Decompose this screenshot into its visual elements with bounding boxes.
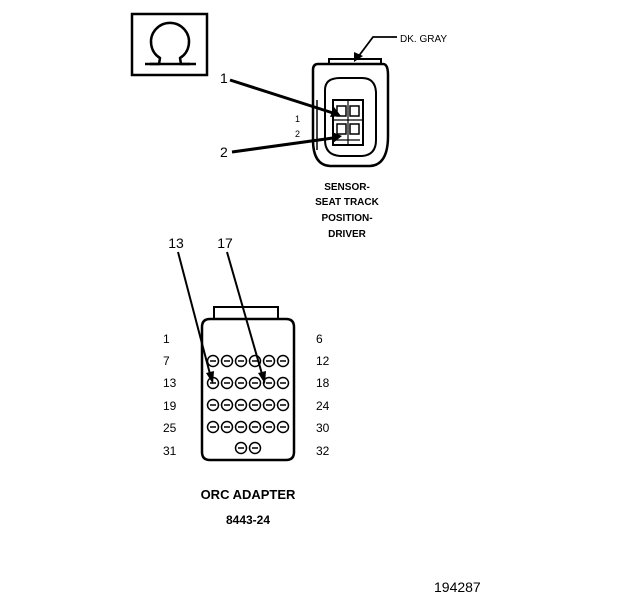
orc-row-labels: 1 7 13 19 25 31 6 12 18 24 30 32 [163, 332, 330, 458]
figure-id: 194287 [434, 579, 481, 595]
orc-pin-grid [206, 354, 290, 455]
callout-13: 13 [168, 235, 184, 251]
orc-adapter-title: ORC ADAPTER [201, 487, 296, 502]
orc-adapter-part-number: 8443-24 [226, 513, 270, 527]
row-start-13: 13 [163, 376, 177, 390]
row-end-6: 6 [316, 332, 323, 346]
orc-adapter-connector [200, 306, 296, 462]
caption-line-1: SENSOR- [324, 182, 370, 193]
wire-color-label: DK. GRAY [400, 34, 447, 45]
row-end-12: 12 [316, 354, 330, 368]
wire-color-leader: DK. GRAY [354, 34, 447, 62]
callout-1: 1 [220, 70, 228, 86]
sensor-caption: SENSOR- SEAT TRACK POSITION- DRIVER [315, 182, 379, 240]
row-end-32: 32 [316, 444, 330, 458]
row-start-1: 1 [163, 332, 170, 346]
row-start-25: 25 [163, 421, 177, 435]
sensor-callouts: 1 2 [220, 70, 342, 160]
callout-17: 17 [217, 235, 233, 251]
caption-line-4: DRIVER [328, 229, 367, 240]
row-end-30: 30 [316, 421, 330, 435]
orc-callouts: 13 17 [168, 235, 266, 384]
callout-2: 2 [220, 144, 228, 160]
sensor-connector [311, 58, 390, 168]
caption-line-3: POSITION- [321, 213, 372, 224]
ohm-symbol-box [130, 12, 209, 77]
pin-label-1: 1 [295, 114, 300, 124]
row-end-18: 18 [316, 376, 330, 390]
row-start-31: 31 [163, 444, 177, 458]
pin-label-2: 2 [295, 129, 300, 139]
row-start-19: 19 [163, 399, 177, 413]
caption-line-2: SEAT TRACK [315, 197, 379, 208]
row-start-7: 7 [163, 354, 170, 368]
row-end-24: 24 [316, 399, 330, 413]
